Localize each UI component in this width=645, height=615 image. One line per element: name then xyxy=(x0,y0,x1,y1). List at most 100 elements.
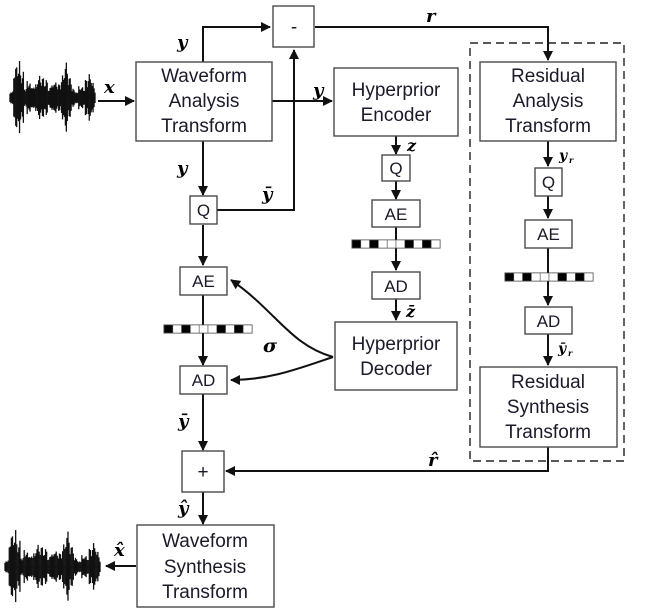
bitstream-main xyxy=(163,324,253,334)
block-label: Decoder xyxy=(360,359,432,380)
arithmetic-decoder-main: AD xyxy=(179,365,228,395)
bitstream-residual xyxy=(504,272,594,282)
output-waveform xyxy=(4,530,101,603)
bitstream-cell xyxy=(548,272,559,282)
bitstream-cell xyxy=(369,239,379,249)
bitstream-cell xyxy=(386,239,397,249)
label-yrbar-sub: r xyxy=(568,348,573,358)
hyperprior-encoder: Hyperprior Encoder xyxy=(333,67,459,137)
bitstream-cell xyxy=(413,239,423,249)
block-label: Synthesis xyxy=(164,557,246,578)
bitstream-cell xyxy=(172,324,182,334)
label-yrbar-base: ȳ xyxy=(557,341,567,357)
waveform-analysis-transform: Waveform Analysis Transform xyxy=(135,61,273,142)
label-zbar: z̄ xyxy=(405,302,416,321)
bitstream-hyper xyxy=(351,239,441,249)
block-label: Transform xyxy=(162,582,248,603)
bitstream-cell xyxy=(242,324,253,334)
label-z: z xyxy=(406,136,417,155)
label-yr-sub: r xyxy=(569,155,574,165)
bitstream-cell xyxy=(198,324,209,334)
label-ybar: ȳ xyxy=(261,184,274,205)
wire-y-to-subtract xyxy=(202,22,271,62)
bitstream-cell xyxy=(378,239,388,249)
bitstream-cell xyxy=(583,272,594,282)
label-yhat: ŷ xyxy=(177,498,190,519)
bitstream-cell xyxy=(163,324,174,334)
bitstream-cell xyxy=(360,239,370,249)
waveform-synthesis-transform: Waveform Synthesis Transform xyxy=(136,524,275,608)
bitstream-cell xyxy=(566,272,576,282)
bitstream-cell xyxy=(504,272,515,282)
label-ybar-decoded: ȳ xyxy=(177,411,190,432)
block-label: Waveform xyxy=(162,531,248,552)
wire-r-to-residual-analysis xyxy=(315,26,553,61)
bitstream-cell xyxy=(216,324,226,334)
block-label: Analysis xyxy=(169,91,240,112)
label-y-right: y xyxy=(312,80,325,101)
label-yr-base: y xyxy=(558,148,568,164)
ae-label: AE xyxy=(192,272,215,291)
bitstream-cell xyxy=(207,324,218,334)
ad-label: AD xyxy=(384,277,408,296)
label-r: r xyxy=(426,6,437,27)
add-symbol: + xyxy=(197,462,208,483)
arithmetic-encoder-main: AE xyxy=(179,266,228,296)
subtract-symbol: - xyxy=(291,17,297,38)
block-label: Transform xyxy=(161,116,247,137)
block-label: Transform xyxy=(505,116,591,137)
label-sigma: σ xyxy=(263,335,278,357)
bitstream-cell xyxy=(234,324,244,334)
block-label: Analysis xyxy=(513,91,584,112)
quantizer-residual: Q xyxy=(534,167,563,197)
block-label: Residual xyxy=(511,372,585,393)
ae-label: AE xyxy=(385,205,408,224)
wire-sigma-to-ae xyxy=(230,279,334,358)
arithmetic-decoder-hyper: AD xyxy=(371,271,421,300)
arithmetic-encoder-hyper: AE xyxy=(371,199,421,228)
wire-sigma-to-ad xyxy=(230,356,334,385)
bitstream-cell xyxy=(181,324,191,334)
block-label: Waveform xyxy=(161,66,247,87)
label-x: x xyxy=(103,77,115,98)
wire-rhat-to-add xyxy=(225,447,549,476)
bitstream-cell xyxy=(225,324,235,334)
q-label: Q xyxy=(389,159,402,178)
block-label: Transform xyxy=(505,422,591,443)
bitstream-cell xyxy=(190,324,200,334)
bitstream-cell xyxy=(522,272,532,282)
bitstream-cell xyxy=(395,239,406,249)
label-y-top: y xyxy=(176,32,189,53)
residual-analysis-transform: Residual Analysis Transform xyxy=(479,61,617,142)
block-label: Synthesis xyxy=(507,397,589,418)
block-label: Residual xyxy=(511,66,585,87)
ad-label: AD xyxy=(192,371,216,390)
signal-labels: x y y y ȳ r z z̄ σ y r ȳ r ȳ r̂ ŷ x̂ xyxy=(103,6,574,561)
hyperprior-decoder: Hyperprior Decoder xyxy=(334,321,458,391)
bitstream-cell xyxy=(531,272,541,282)
block-label: Hyperprior xyxy=(352,80,441,101)
wires xyxy=(98,22,553,571)
bitstream-cell xyxy=(404,239,414,249)
quantizer-hyper: Q xyxy=(381,154,411,182)
bitstream-cell xyxy=(557,272,567,282)
ae-label: AE xyxy=(537,225,560,244)
bitstream-cell xyxy=(539,272,550,282)
label-yr: y r xyxy=(558,148,574,165)
label-y-down: y xyxy=(176,158,189,179)
residual-synthesis-transform: Residual Synthesis Transform xyxy=(479,366,618,448)
arithmetic-encoder-residual: AE xyxy=(524,219,573,249)
input-waveform xyxy=(9,61,96,134)
ad-label: AD xyxy=(537,312,561,331)
bitstream-cell xyxy=(513,272,523,282)
bitstream-cell xyxy=(575,272,585,282)
block-label: Hyperprior xyxy=(352,334,441,355)
subtract-node: - xyxy=(272,5,315,48)
arithmetic-decoder-residual: AD xyxy=(524,306,573,335)
q-label: Q xyxy=(197,201,210,220)
label-yrbar: ȳ r xyxy=(557,341,573,358)
bitstream-cell xyxy=(430,239,441,249)
label-rhat: r̂ xyxy=(428,450,439,471)
bitstream-cell xyxy=(351,239,362,249)
